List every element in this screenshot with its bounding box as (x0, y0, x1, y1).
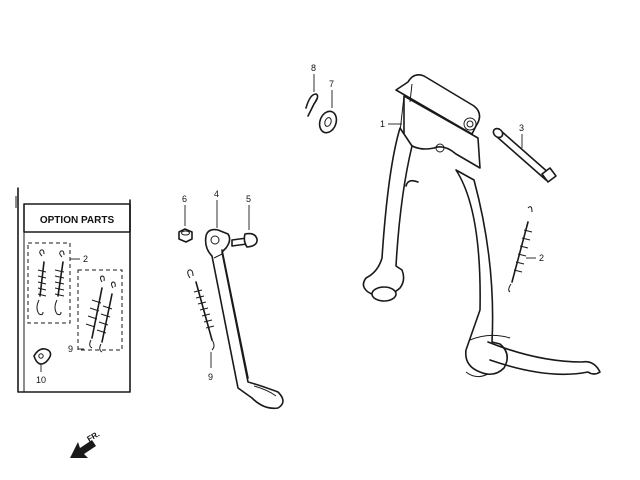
callout-2-option: 2 (83, 254, 88, 264)
callout-6: 6 (182, 194, 187, 204)
option-parts-title: OPTION PARTS (40, 215, 115, 226)
side-stand-spring-9 (187, 269, 215, 351)
front-direction-arrow-icon (70, 440, 96, 458)
callout-2: 2 (539, 253, 544, 263)
option-spring-2b (54, 250, 65, 316)
option-box-outer (17, 187, 131, 393)
callout-9-option: 9 (68, 344, 73, 354)
option-spring-9b (96, 281, 116, 353)
washer-7 (318, 110, 338, 134)
option-group-side-springs (77, 269, 123, 351)
cotter-pin-8 (305, 93, 319, 117)
option-plate-10 (33, 348, 52, 365)
callout-8: 8 (311, 63, 316, 73)
pivot-shaft-3 (492, 127, 557, 183)
option-title-box (23, 203, 131, 233)
main-stand-spring-2 (508, 206, 533, 293)
option-spring-2a (36, 249, 47, 316)
option-group-springs (27, 242, 71, 324)
callout-10: 10 (36, 375, 46, 385)
callout-9: 9 (208, 372, 213, 382)
callout-7: 7 (329, 79, 334, 89)
callout-3: 3 (519, 123, 524, 133)
side-stand-4 (204, 228, 284, 410)
option-spring-9a (85, 275, 105, 349)
nut-6 (178, 228, 193, 243)
option-parts-panel: OPTION PARTS 2 (15, 187, 131, 393)
main-stand-1 (362, 74, 601, 378)
callout-4: 4 (214, 189, 219, 199)
bolt-5 (231, 232, 258, 248)
callout-1: 1 (380, 119, 385, 129)
callout-5: 5 (246, 194, 251, 204)
front-direction-label: FR. (86, 429, 102, 443)
